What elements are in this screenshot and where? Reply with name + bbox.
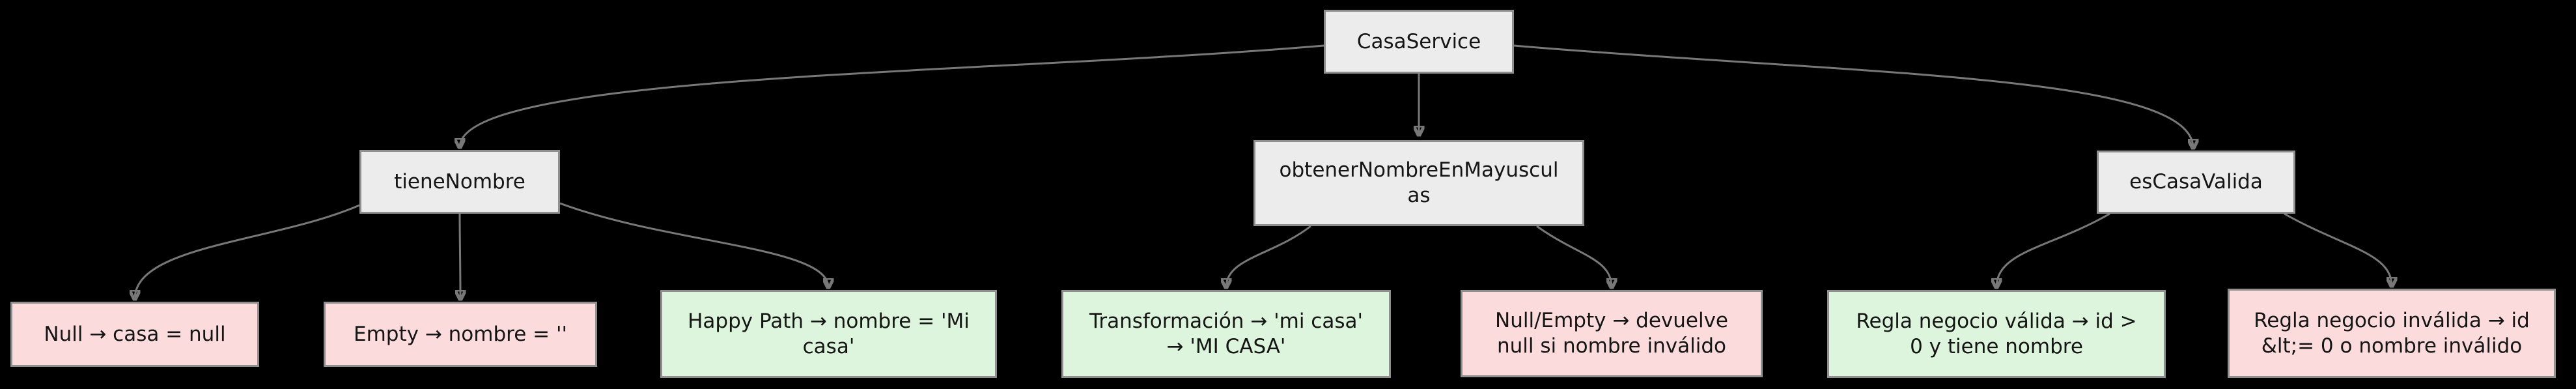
test-case-transformacion-label: Transformación → 'mi casa' → 'MI CASA' [1089, 309, 1364, 358]
node-casaservice: CasaService [1324, 10, 1514, 74]
test-case-empty-nombre-label: Empty → nombre = '' [354, 322, 567, 346]
test-case-happy-path-label: Happy Path → nombre = 'Mi casa' [688, 309, 970, 358]
edge-tienenombre-caso-null [135, 204, 360, 299]
node-escasavalida: esCasaValida [2097, 151, 2295, 214]
edge-casaservice-tienenombre [460, 44, 1324, 147]
test-case-empty-nombre: Empty → nombre = '' [324, 302, 597, 367]
edge-casaservice-escasavalida [1513, 44, 2193, 148]
edge-obtener-caso-nullempty [1536, 225, 1612, 287]
node-tienenombre: tieneNombre [359, 150, 560, 214]
edge-escasavalida-caso-reglainvalida [2284, 212, 2392, 286]
test-case-regla-valida-label: Regla negocio válida → id > 0 y tiene no… [1856, 309, 2137, 358]
node-obtenernombreenmayusculas: obtenerNombreEnMayuscul as [1253, 140, 1584, 226]
node-escasavalida-label: esCasaValida [2129, 170, 2263, 194]
test-case-null-casa-label: Null → casa = null [44, 322, 226, 346]
edge-tienenombre-caso-happypath [559, 202, 828, 287]
test-case-regla-invalida-label: Regla negocio inválida → id &lt;= 0 o no… [2254, 308, 2530, 358]
test-case-regla-invalida: Regla negocio inválida → id &lt;= 0 o no… [2228, 289, 2556, 378]
test-case-null-empty-devuelve-label: Null/Empty → devuelve null si nombre inv… [1495, 309, 1728, 358]
test-case-happy-path: Happy Path → nombre = 'Mi casa' [660, 290, 997, 378]
test-case-transformacion: Transformación → 'mi casa' → 'MI CASA' [1061, 290, 1391, 378]
test-case-null-empty-devuelve: Null/Empty → devuelve null si nombre inv… [1461, 290, 1763, 377]
edge-obtener-caso-transformacion [1226, 225, 1311, 287]
node-casaservice-label: CasaService [1356, 29, 1481, 53]
test-case-null-casa: Null → casa = null [10, 302, 259, 367]
node-tienenombre-label: tieneNombre [394, 169, 525, 194]
edge-escasavalida-caso-reglavalida [1996, 212, 2110, 287]
node-obtenernombreenmayusculas-label: obtenerNombreEnMayuscul as [1279, 158, 1559, 207]
test-case-regla-valida: Regla negocio válida → id > 0 y tiene no… [1827, 290, 2166, 378]
